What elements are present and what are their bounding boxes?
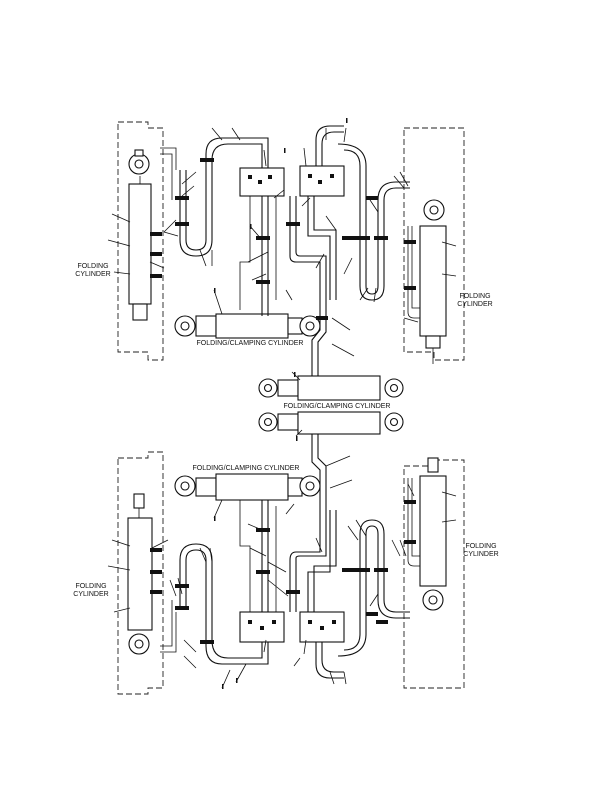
valve-block-bottom-left <box>239 611 285 643</box>
folding-clamping-cylinder-label: FOLDING/CLAMPING CYLINDER <box>283 403 391 410</box>
folding-clamping-cylinder-label: FOLDING/CLAMPING CYLINDER <box>192 465 300 472</box>
folding-cylinder-label: FOLDING CYLINDER <box>452 293 498 309</box>
folding-cylinder-top-right <box>419 199 447 364</box>
folding-cylinder-bottom-right <box>419 457 447 611</box>
label-line: CYLINDER <box>75 271 111 278</box>
folding-clamping-cylinder-center-upper <box>258 375 404 401</box>
label-line: CYLINDER <box>73 591 109 598</box>
folding-clamping-cylinder-center-lower <box>258 411 404 435</box>
label-line: FOLDING <box>459 293 491 300</box>
valve-block-top-left <box>239 167 285 197</box>
index-marks <box>214 118 348 689</box>
leaders-top <box>107 127 457 357</box>
folding-clamping-cylinder-label: FOLDING/CLAMPING CYLINDER <box>196 340 304 347</box>
label-line: FOLDING <box>465 543 497 550</box>
folding-clamping-cylinder-top <box>174 313 321 339</box>
folding-clamping-cylinder-bottom <box>174 473 321 501</box>
valve-block-top-right <box>299 165 345 197</box>
fittings-bottom <box>150 500 416 644</box>
folding-cylinder-label: FOLDING CYLINDER <box>72 263 114 279</box>
label-line: CYLINDER <box>457 301 493 308</box>
label-line: FOLDING <box>75 583 107 590</box>
hoses-top <box>160 125 420 372</box>
frame-rail-top-left <box>117 121 164 361</box>
frame-rail-bottom-left <box>117 451 164 695</box>
label-line: CYLINDER <box>463 551 499 558</box>
valve-block-bottom-right <box>299 611 345 643</box>
folding-cylinder-top-left <box>128 149 152 321</box>
folding-cylinder-label: FOLDING CYLINDER <box>70 583 112 599</box>
folding-cylinder-label: FOLDING CYLINDER <box>458 543 504 559</box>
fittings-top <box>150 158 416 320</box>
hoses-bottom <box>160 478 420 679</box>
label-line: FOLDING <box>77 263 109 270</box>
folding-cylinder-bottom-left <box>127 493 153 655</box>
frame-rail-top-right <box>403 127 465 361</box>
hoses-center <box>291 371 353 540</box>
